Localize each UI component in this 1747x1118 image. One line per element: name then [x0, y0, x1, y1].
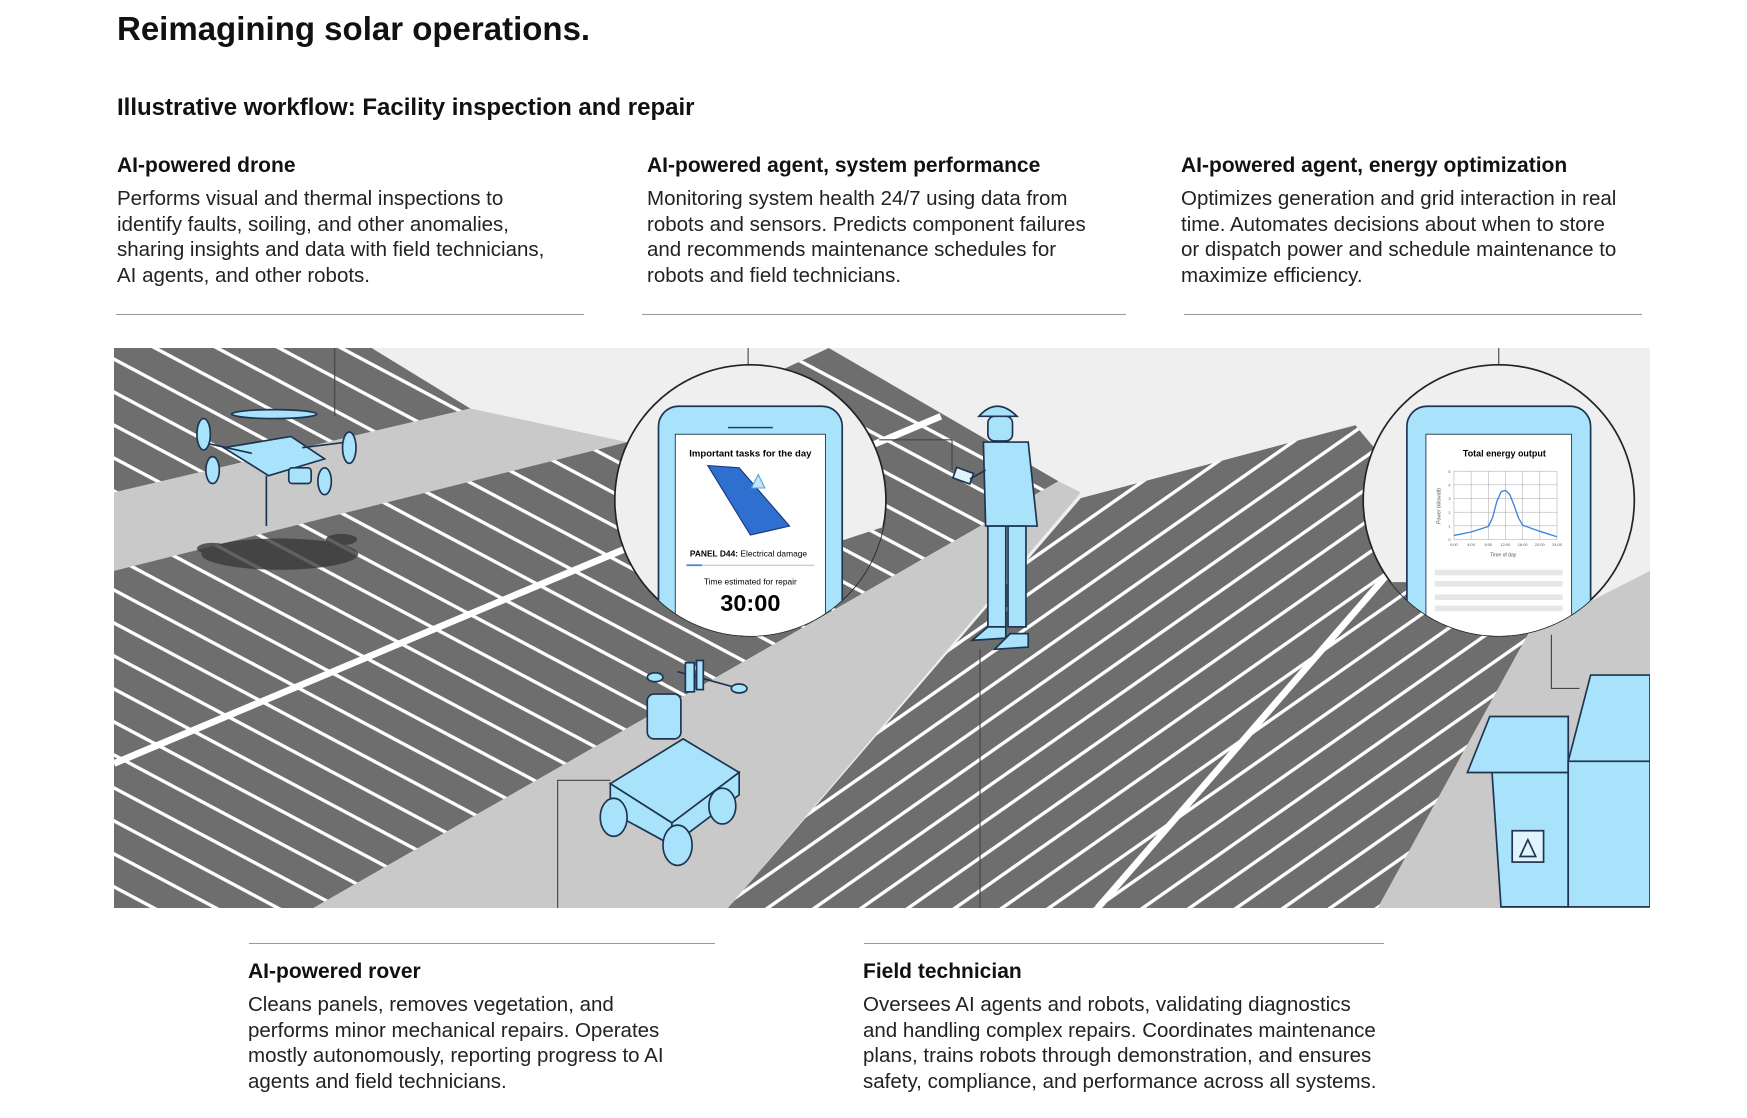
x-tick-label: 16:00: [1518, 542, 1529, 547]
solar-panel-row: [114, 348, 471, 493]
y-tick-label: 4: [1448, 483, 1451, 488]
divider: [116, 314, 584, 315]
card-energy-optimization: AI-powered agent, energy optimization Op…: [1181, 154, 1616, 288]
task-callout-circle: Important tasks for the day PANEL D44: E…: [613, 363, 887, 637]
x-tick-label: 20:00: [1535, 542, 1546, 547]
walkway: [313, 481, 1081, 908]
card-heading: AI-powered agent, system performance: [647, 154, 1041, 177]
workflow-subtitle: Illustrative workflow: Facility inspecti…: [117, 94, 695, 121]
y-tick-label: 5: [1448, 469, 1451, 474]
repair-timer: 30:00: [720, 590, 780, 616]
x-tick-label: 8:00: [1484, 542, 1492, 547]
divider: [864, 943, 1384, 944]
drone-shadow: [196, 533, 359, 570]
x-tick-label: 24:00: [1552, 542, 1563, 547]
y-tick-label: 0: [1448, 537, 1451, 542]
card-heading: AI-powered drone: [117, 154, 296, 177]
solar-panel-field: [727, 425, 1530, 908]
task-phone-title: Important tasks for the day: [689, 449, 812, 460]
card-body: Monitoring system health 24/7 using data…: [647, 187, 1086, 287]
power-curve: [1453, 489, 1558, 538]
card-heading: AI-powered rover: [248, 960, 421, 983]
timer-label: Time estimated for repair: [704, 576, 797, 586]
card-rover: AI-powered rover Cleans panels, removes …: [248, 960, 664, 1094]
x-tick-label: 0:00: [1450, 542, 1458, 547]
card-field-technician: Field technician Oversees AI agents and …: [863, 960, 1376, 1094]
chart-title: Total energy output: [1463, 449, 1546, 459]
card-body: Oversees AI agents and robots, validatin…: [863, 993, 1377, 1093]
card-drone: AI-powered drone Performs visual and the…: [117, 154, 544, 288]
y-tick-label: 2: [1448, 510, 1450, 515]
card-heading: Field technician: [863, 960, 1022, 983]
divider: [642, 314, 1126, 315]
x-tick-label: 12:00: [1501, 542, 1512, 547]
rover-icon: [599, 659, 748, 867]
solar-field-illustration: Important tasks for the day PANEL D44: E…: [114, 348, 1650, 908]
card-body: Optimizes generation and grid interactio…: [1181, 187, 1617, 287]
energy-output-chart: Total energy output 0 1 2 3 4 5 0:00 4:00 8:00 12:…: [1436, 449, 1562, 559]
warning-icon: [750, 473, 766, 489]
page-title: Reimagining solar operations.: [117, 10, 591, 47]
svg-text:PANEL D44: Electrical damage: PANEL D44: Electrical damage: [690, 548, 808, 558]
divider: [249, 943, 715, 944]
drone-icon: [196, 408, 357, 527]
card-body: Performs visual and thermal inspections …: [117, 187, 545, 287]
walkway: [114, 408, 628, 571]
panel-id: PANEL D44:: [690, 548, 738, 558]
solar-panel-icon: [706, 464, 791, 536]
card-system-performance: AI-powered agent, system performance Mon…: [647, 154, 1086, 288]
x-tick-label: 4:00: [1467, 542, 1475, 547]
inverter-cabinet-icon: [1466, 674, 1650, 908]
panel-issue: Electrical damage: [740, 548, 807, 558]
y-tick-label: 1: [1448, 524, 1450, 529]
y-axis-label: Power (kilowatt): [1436, 488, 1442, 524]
y-tick-label: 3: [1448, 496, 1450, 501]
card-heading: AI-powered agent, energy optimization: [1181, 154, 1568, 177]
field-technician-figure: [951, 405, 1039, 651]
divider: [1184, 314, 1642, 315]
x-axis-label: Time of day: [1490, 552, 1517, 558]
